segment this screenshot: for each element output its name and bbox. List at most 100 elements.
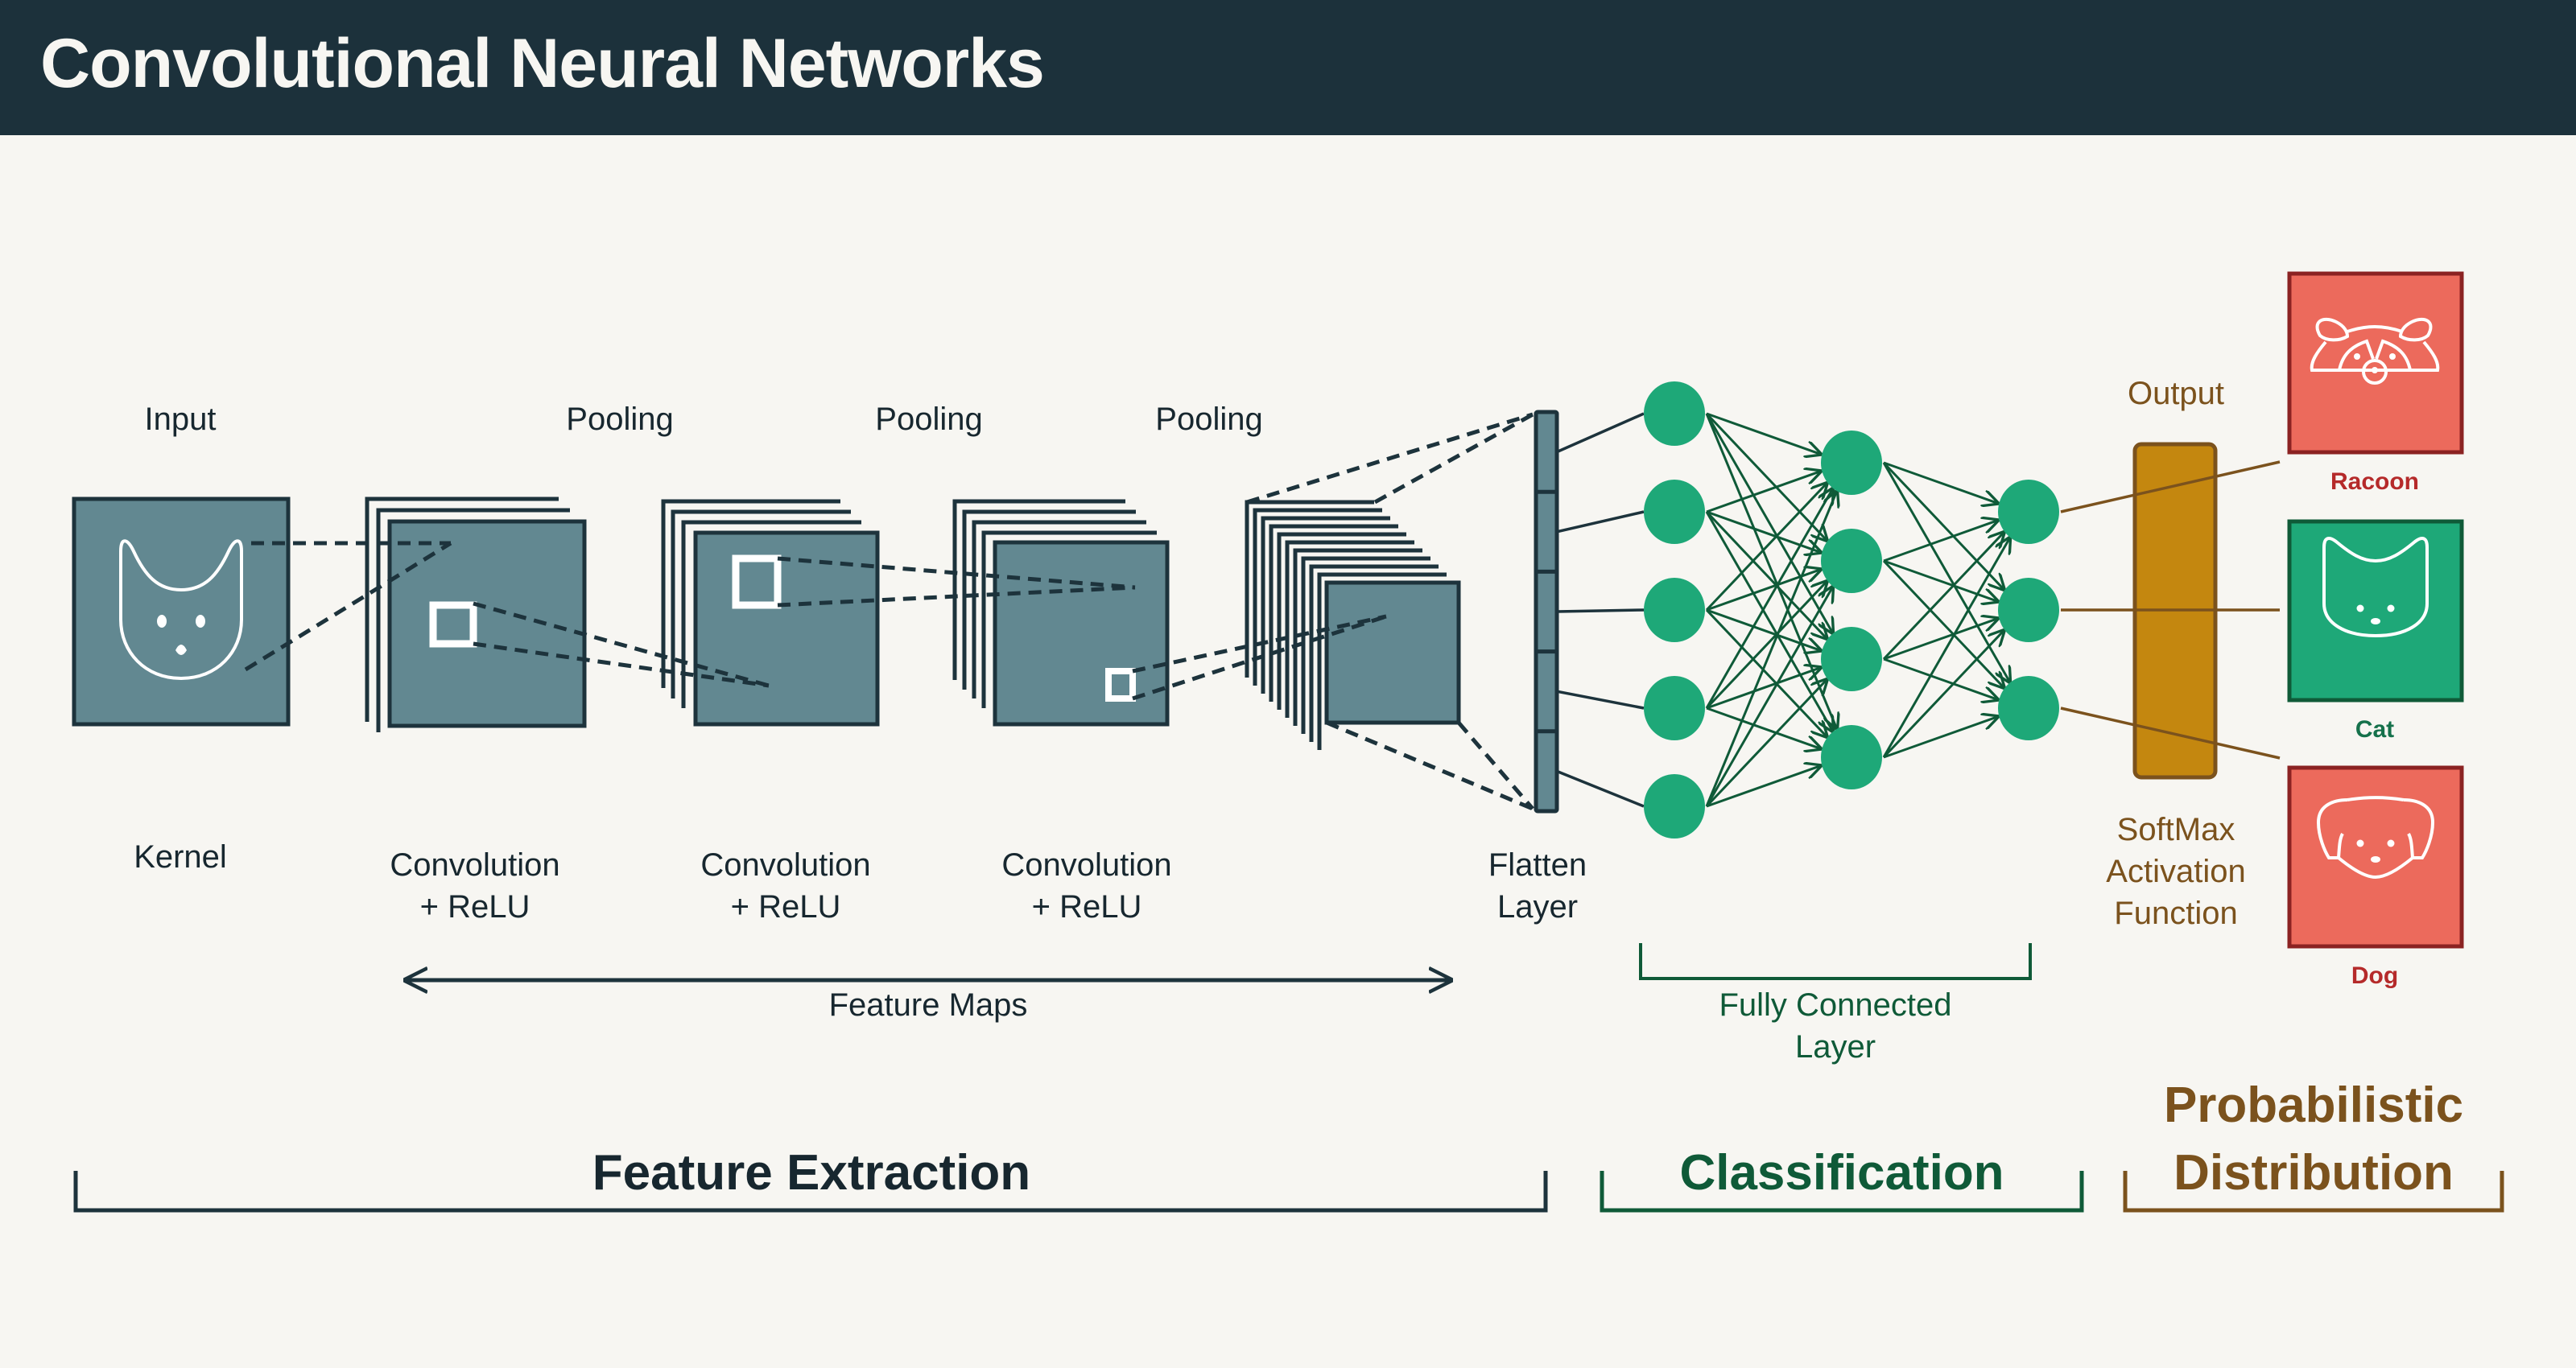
- output-lines: [2060, 460, 2281, 760]
- output-label-racoon: Racoon: [2330, 468, 2419, 495]
- fc-edge: [1705, 582, 1827, 710]
- fc-bracket: [1639, 943, 2032, 980]
- fc-edge: [1706, 766, 1820, 808]
- classification-bracket: [1600, 1171, 2084, 1213]
- fc-edge: [1705, 510, 1827, 638]
- cat-icon: [2322, 537, 2429, 638]
- fc-edge: [1883, 657, 1997, 699]
- conv-label-2-line1: Convolution: [700, 847, 870, 883]
- fc-edge: [1882, 461, 2004, 589]
- flatten-connection: [1556, 690, 1645, 710]
- output-label-cat: Cat: [2355, 716, 2394, 743]
- fc-edge: [1706, 510, 1820, 552]
- neuron-layer-2: [1821, 431, 1882, 495]
- feature-map-3: [993, 540, 1170, 727]
- input-image: [72, 497, 291, 727]
- fc-edge: [1706, 668, 1820, 710]
- flatten-label-line1: Flatten: [1488, 847, 1587, 883]
- fc-edge: [1705, 680, 1827, 808]
- pooling-label-1: Pooling: [566, 402, 673, 437]
- stack-layer-outline: [1301, 556, 1430, 734]
- feature-map-4: [1324, 580, 1461, 725]
- header-bar: Convolutional Neural Networks: [0, 0, 2576, 135]
- conv-label-1-line1: Convolution: [390, 847, 559, 883]
- fc-edge: [1706, 570, 1820, 612]
- fc-edge: [1705, 608, 1827, 736]
- fc-edge: [1706, 608, 1820, 650]
- conv-stack-3: [952, 499, 1157, 708]
- stack-layer-outline: [1261, 516, 1390, 694]
- fc-edge: [1883, 521, 1997, 562]
- input-label: Input: [145, 402, 217, 437]
- neuron-layer-1: [1644, 480, 1705, 544]
- kernel-window-3: [1105, 668, 1136, 702]
- flatten-connection: [1556, 510, 1645, 534]
- softmax-label-line2: Activation: [2106, 854, 2245, 889]
- fc-edge: [1883, 619, 1997, 661]
- kernel-window-2: [732, 554, 782, 609]
- neuron-layer-2: [1821, 627, 1882, 691]
- output-cat: [2287, 519, 2464, 703]
- probabilistic-bracket: [2123, 1171, 2504, 1213]
- fc-edge: [1882, 533, 2004, 661]
- stack-layer-outline: [1309, 564, 1439, 742]
- dog-icon: [2316, 796, 2435, 880]
- cat-nose: [175, 645, 187, 655]
- pooling-label-2: Pooling: [875, 402, 982, 437]
- fc-edges: [1556, 412, 2010, 808]
- kernel-label: Kernel: [134, 839, 227, 875]
- fc-edge: [1705, 587, 1833, 807]
- racoon-icon: [2310, 317, 2440, 385]
- fc-edge: [1705, 488, 1833, 709]
- stack-layer-outline: [1317, 572, 1447, 750]
- neuron-layer-2: [1821, 529, 1882, 593]
- conv-label-1-line2: + ReLU: [420, 889, 530, 925]
- conv-stack-1: [365, 497, 570, 732]
- feature-extraction-label: Feature Extraction: [592, 1145, 1030, 1201]
- fc-edge: [1705, 492, 1837, 807]
- cat-eye-left: [157, 615, 167, 628]
- fc-label-line1: Fully Connected: [1719, 987, 1951, 1023]
- fc-edge: [1883, 717, 1997, 759]
- fc-edge: [1706, 472, 1820, 513]
- conv-stack-2: [661, 499, 861, 708]
- fc-edge: [1705, 484, 1827, 612]
- pooling-label-3: Pooling: [1155, 402, 1262, 437]
- stack-layer-outline: [1293, 548, 1422, 726]
- fc-neurons: [1644, 381, 2059, 839]
- fc-edge: [1882, 538, 2010, 758]
- cat-face-icon: [119, 539, 243, 681]
- output-label: Output: [2128, 376, 2224, 411]
- probabilistic-label-line2: Distribution: [2174, 1145, 2454, 1201]
- softmax-label-line1: SoftMax: [2117, 812, 2235, 847]
- flatten-connection: [1556, 769, 1645, 808]
- cat-eye-right: [196, 615, 205, 628]
- output-label-dog: Dog: [2351, 962, 2398, 989]
- feature-map-1: [387, 519, 587, 728]
- neuron-layer-1: [1644, 381, 1705, 446]
- softmax-label-line3: Function: [2114, 896, 2237, 931]
- output-racoon: [2287, 271, 2464, 455]
- stack-layer-outline: [1253, 508, 1382, 686]
- classification-label: Classification: [1679, 1145, 2004, 1201]
- fc-edge: [1883, 461, 1997, 503]
- neuron-layer-1: [1644, 774, 1705, 839]
- feature-maps-label: Feature Maps: [829, 987, 1028, 1023]
- conv-label-3-line2: + ReLU: [1032, 889, 1142, 925]
- flatten-connection: [1556, 608, 1645, 613]
- probabilistic-label-line1: Probabilistic: [2164, 1078, 2463, 1133]
- neuron-layer-3: [1998, 676, 2059, 740]
- fc-edge: [1882, 559, 2004, 687]
- neuron-layer-2: [1821, 725, 1882, 789]
- conv-label-2-line2: + ReLU: [731, 889, 841, 925]
- neuron-layer-3: [1998, 578, 2059, 642]
- fc-edge: [1882, 631, 2004, 759]
- feature-map-2: [693, 530, 880, 727]
- conv-label-3-line1: Convolution: [1001, 847, 1171, 883]
- page-title: Convolutional Neural Networks: [40, 25, 1045, 102]
- stack-layer-outline: [1269, 524, 1398, 702]
- output-dog: [2287, 765, 2464, 949]
- neuron-layer-1: [1644, 578, 1705, 642]
- neuron-layer-1: [1644, 676, 1705, 740]
